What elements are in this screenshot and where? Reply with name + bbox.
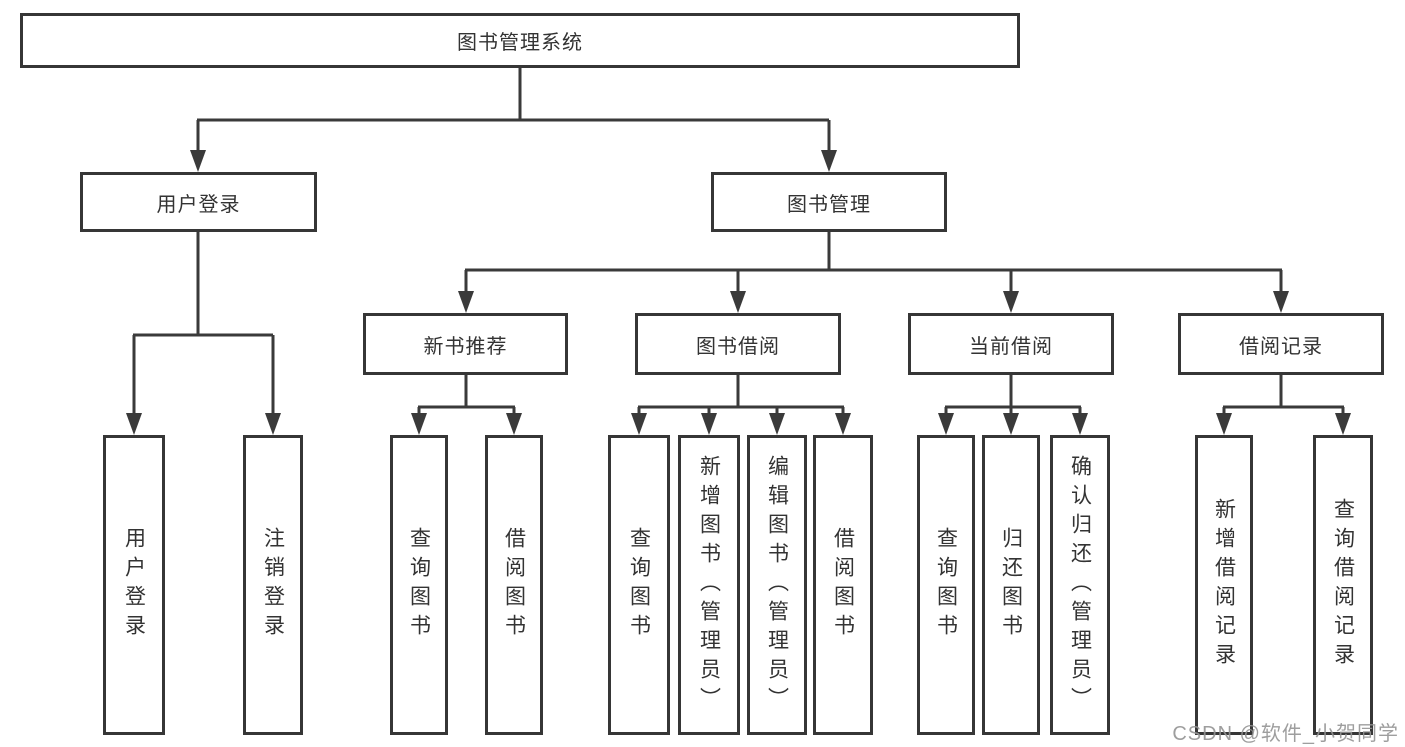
leaf-user-login: 用户登录 bbox=[103, 435, 165, 735]
leaf-logout-label: 注销登录 bbox=[261, 527, 285, 643]
connector-root-to-level1 bbox=[196, 68, 831, 154]
leaf-borrow-borrow-label: 借阅图书 bbox=[831, 527, 855, 643]
node-user-login-label: 用户登录 bbox=[156, 193, 241, 216]
leaf-current-confirm-admin-label: 确认归还（管理员） bbox=[1068, 454, 1092, 716]
leaf-records-query-label: 查询借阅记录 bbox=[1331, 498, 1355, 672]
leaf-borrow-edit-admin-label: 编辑图书（管理员） bbox=[765, 454, 789, 716]
connector-book-management-to-level2 bbox=[464, 232, 1283, 295]
leaf-user-login-label: 用户登录 bbox=[122, 527, 146, 643]
leaf-current-return-label: 归还图书 bbox=[999, 527, 1023, 643]
node-new-books: 新书推荐 bbox=[363, 313, 568, 375]
node-book-borrow: 图书借阅 bbox=[635, 313, 841, 375]
leaf-current-return: 归还图书 bbox=[982, 435, 1040, 735]
node-book-management-label: 图书管理 bbox=[787, 193, 871, 216]
connector-user-login-to-leaves bbox=[132, 232, 275, 417]
leaf-new-books-query-label: 查询图书 bbox=[407, 527, 431, 643]
node-book-borrow-label: 图书借阅 bbox=[696, 335, 780, 358]
leaf-new-books-borrow-label: 借阅图书 bbox=[502, 527, 526, 643]
leaf-borrow-edit-admin: 编辑图书（管理员） bbox=[747, 435, 807, 735]
leaf-records-add-label: 新增借阅记录 bbox=[1212, 498, 1236, 672]
node-borrow-records-label: 借阅记录 bbox=[1239, 335, 1323, 358]
node-borrow-records: 借阅记录 bbox=[1178, 313, 1384, 375]
leaf-borrow-add-admin-label: 新增图书（管理员） bbox=[697, 454, 721, 716]
arrowheads bbox=[126, 150, 1351, 435]
connector-book-borrow-to-leaves bbox=[637, 375, 845, 417]
leaf-new-books-query: 查询图书 bbox=[390, 435, 448, 735]
connector-current-borrow-to-leaves bbox=[944, 375, 1082, 417]
node-book-management: 图书管理 bbox=[711, 172, 947, 232]
leaf-records-query: 查询借阅记录 bbox=[1313, 435, 1373, 735]
leaf-records-add: 新增借阅记录 bbox=[1195, 435, 1253, 735]
leaf-current-query-label: 查询图书 bbox=[934, 527, 958, 643]
node-new-books-label: 新书推荐 bbox=[423, 335, 508, 358]
connector-borrow-records-to-leaves bbox=[1222, 375, 1345, 417]
node-user-login: 用户登录 bbox=[80, 172, 317, 232]
node-current-borrow-label: 当前借阅 bbox=[969, 335, 1053, 358]
node-root: 图书管理系统 bbox=[20, 13, 1020, 68]
node-current-borrow: 当前借阅 bbox=[908, 313, 1114, 375]
watermark: CSDN @软件_小贺同学 bbox=[1172, 723, 1399, 745]
leaf-current-confirm-admin: 确认归还（管理员） bbox=[1050, 435, 1110, 735]
leaf-borrow-query: 查询图书 bbox=[608, 435, 670, 735]
leaf-borrow-query-label: 查询图书 bbox=[627, 527, 651, 643]
leaf-logout: 注销登录 bbox=[243, 435, 303, 735]
node-root-label: 图书管理系统 bbox=[457, 32, 583, 54]
leaf-current-query: 查询图书 bbox=[917, 435, 975, 735]
leaf-borrow-borrow: 借阅图书 bbox=[813, 435, 873, 735]
leaf-new-books-borrow: 借阅图书 bbox=[485, 435, 543, 735]
leaf-borrow-add-admin: 新增图书（管理员） bbox=[678, 435, 740, 735]
connector-new-books-to-leaves bbox=[417, 375, 516, 417]
